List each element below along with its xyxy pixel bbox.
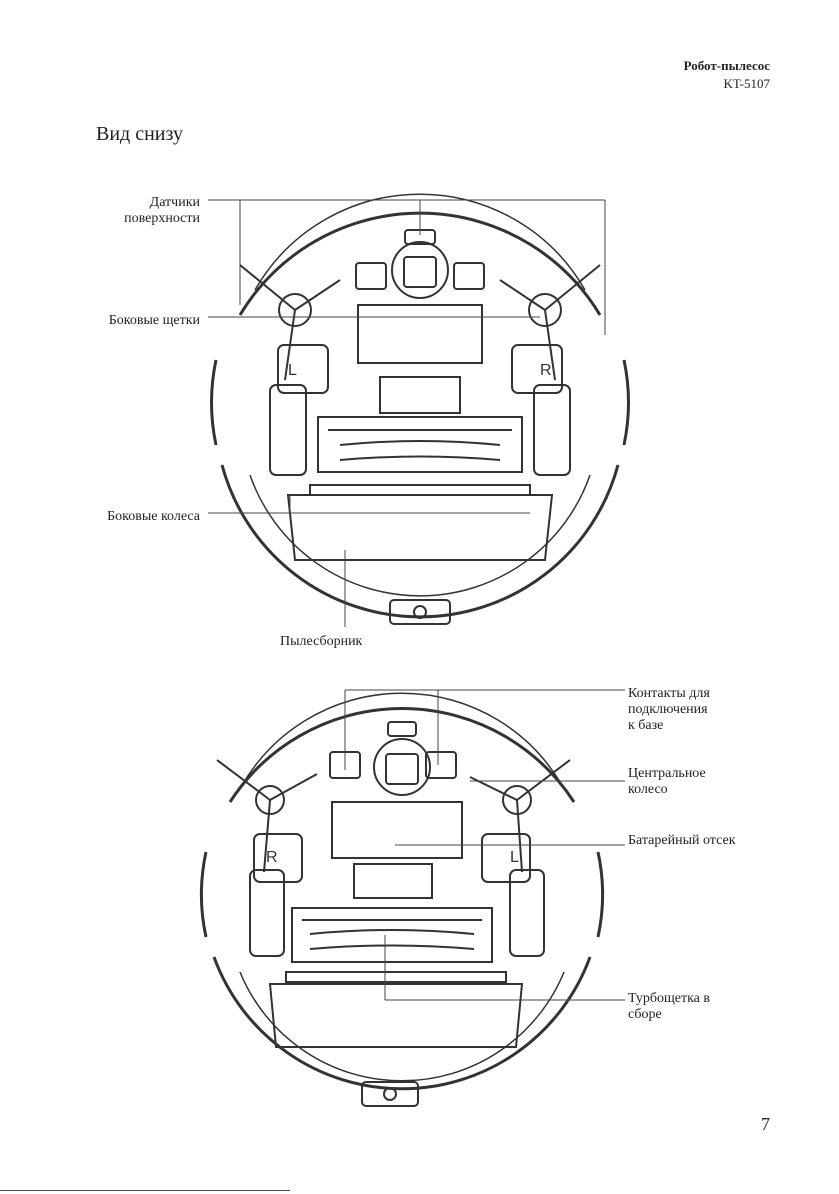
header-model: KT-5107 — [724, 76, 770, 92]
header-title: Робот-пылесос — [684, 58, 770, 74]
label-contacts: Контакты для подключения к базе — [628, 686, 710, 734]
label-turbo-brush: Турбощетка в сборе — [628, 991, 710, 1023]
leader-lines-1 — [200, 195, 620, 645]
label-dustbin: Пылесборник — [280, 634, 362, 650]
label-side-brushes: Боковые щетки — [40, 313, 200, 329]
label-battery: Батарейный отсек — [628, 833, 736, 849]
page-number: 7 — [761, 1114, 770, 1135]
label-sensors: Датчики поверхности — [60, 195, 200, 227]
mark-left-2: R — [266, 849, 278, 866]
label-center-wheel: Центральное колесо — [628, 766, 706, 798]
label-side-wheels: Боковые колеса — [40, 509, 200, 525]
footer-rule — [0, 1190, 290, 1191]
leader-lines-2 — [340, 685, 630, 1005]
section-title: Вид снизу — [96, 123, 183, 146]
